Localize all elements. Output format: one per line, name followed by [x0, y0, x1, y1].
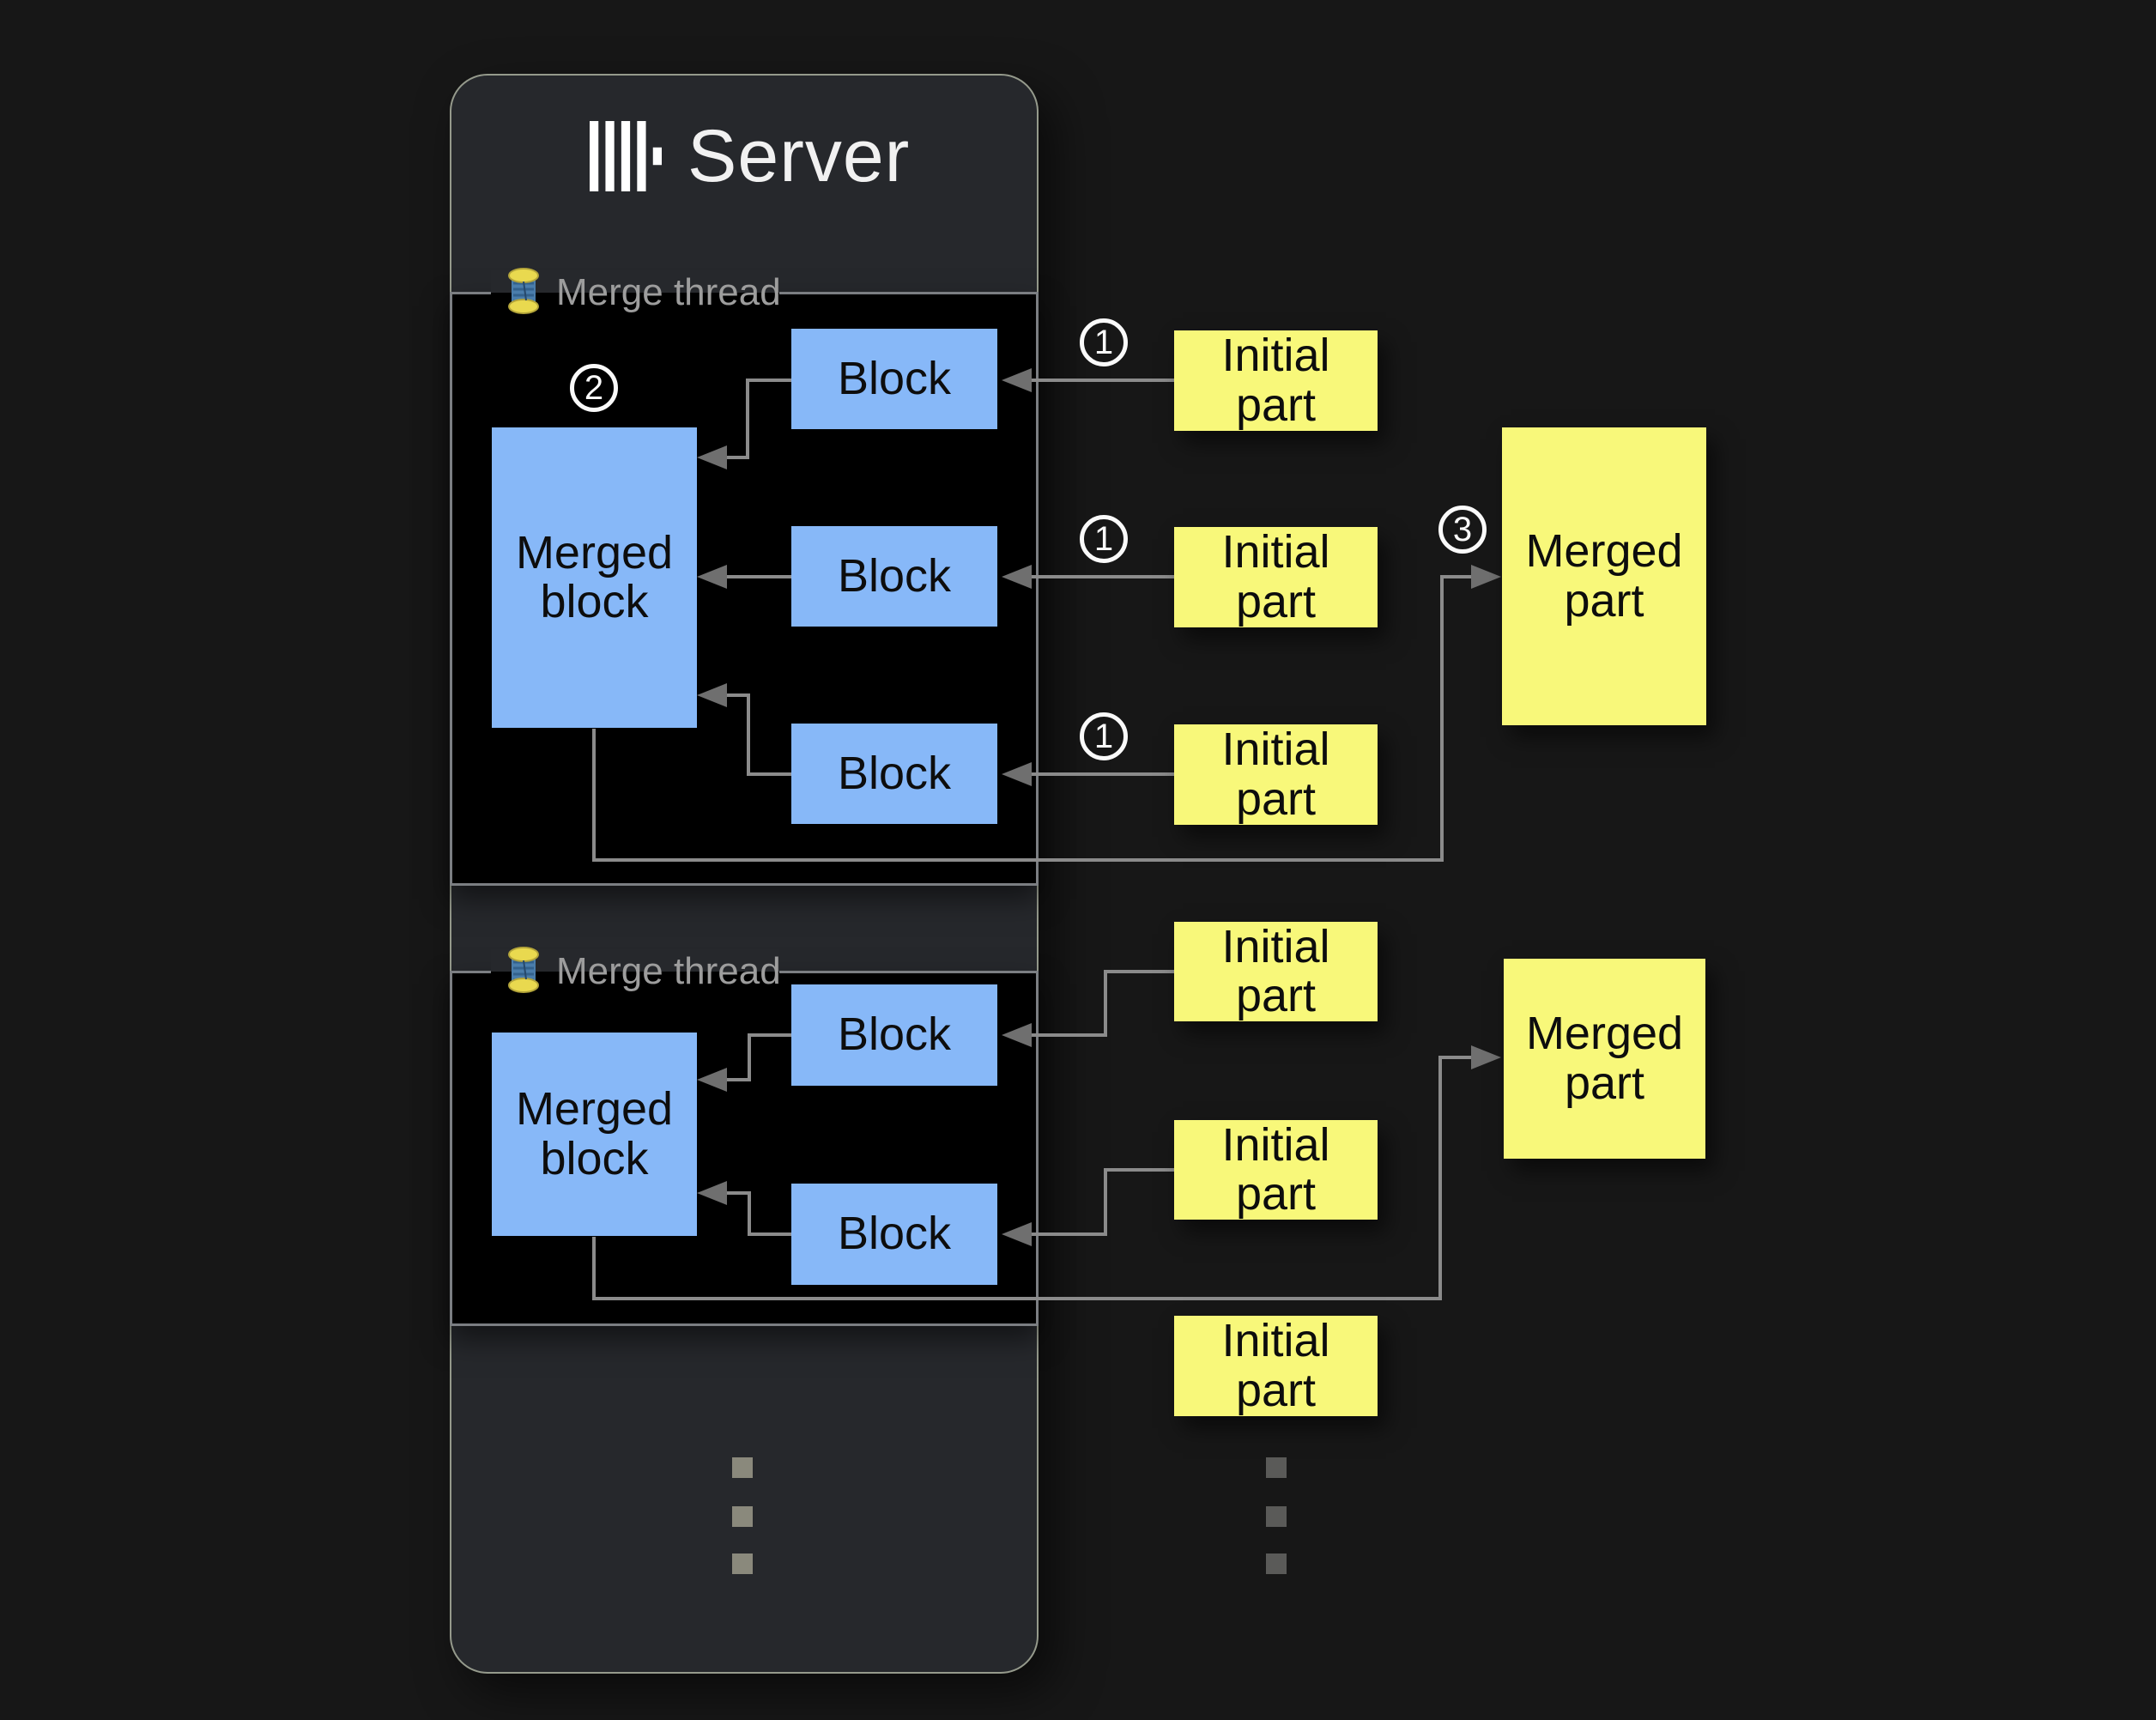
vertical-ellipsis-parts-dot: [1266, 1457, 1287, 1478]
block-1-3: Block: [791, 724, 997, 824]
initial-part-2-1: Initial part: [1174, 922, 1378, 1021]
connector-t1-block3-to-merged: [727, 693, 792, 776]
initial-part-2-3: Initial part: [1174, 1316, 1378, 1416]
connector-t2-merged-block-to-merged-part: [592, 1056, 1472, 1300]
vertical-ellipsis-server-dot: [732, 1553, 753, 1574]
connector-t1-merged-block-to-merged-part: [592, 575, 1472, 862]
block-1-1: Block: [791, 329, 997, 429]
initial-part-label: Initial part: [1221, 920, 1330, 1021]
arrowhead-g1-part1: [1002, 368, 1032, 392]
arrowhead-t1-block2: [697, 565, 727, 589]
initial-part-2-2: Initial part: [1174, 1120, 1378, 1220]
merged-block-label: Merged block: [515, 526, 674, 627]
server-header: Server: [590, 115, 910, 197]
arrowhead-t1-block3: [697, 683, 727, 707]
merged-block-2: Merged block: [492, 1033, 697, 1236]
connector-g2-part1-to-block1: [1031, 970, 1174, 1037]
merged-block-label: Merged block: [515, 1083, 674, 1184]
connector-t2-block2-to-merged: [727, 1191, 791, 1236]
arrowhead-t2-block2: [697, 1181, 727, 1205]
merge-thread-label: Merge thread: [556, 950, 781, 992]
step-badge-1: 1: [1080, 712, 1128, 760]
step-badge-1: 1: [1080, 515, 1128, 563]
arrowhead-t1-merged-part: [1471, 565, 1501, 589]
vertical-ellipsis-server-dot: [732, 1506, 753, 1527]
initial-part-label: Initial part: [1221, 724, 1330, 825]
arrowhead-t1-block1: [697, 445, 727, 469]
merged-part-1: Merged part: [1502, 427, 1706, 725]
block-1-2: Block: [791, 526, 997, 627]
block-2-1: Block: [791, 984, 997, 1086]
arrowhead-t2-block1: [697, 1068, 727, 1092]
arrowhead-t2-merged-part: [1471, 1045, 1501, 1069]
thread-spool-icon: [503, 945, 544, 999]
merge-thread-legend-2: Merge thread: [503, 946, 781, 997]
initial-part-label: Initial part: [1221, 1315, 1330, 1416]
initial-part-1-3: Initial part: [1174, 724, 1378, 825]
block-label: Block: [837, 352, 952, 404]
initial-part-label: Initial part: [1221, 330, 1330, 431]
merged-block-1: Merged block: [492, 427, 697, 728]
vertical-ellipsis-server-dot: [732, 1457, 753, 1478]
initial-part-1-2: Initial part: [1174, 527, 1378, 627]
block-label: Block: [837, 747, 952, 799]
connector-g2-part2-to-block2: [1031, 1168, 1174, 1236]
server-title: Server: [687, 115, 911, 197]
vertical-ellipsis-parts-dot: [1266, 1553, 1287, 1574]
initial-part-1-1: Initial part: [1174, 330, 1378, 431]
block-label: Block: [837, 1208, 952, 1260]
vertical-ellipsis-parts-dot: [1266, 1506, 1287, 1527]
step-badge-1: 1: [1080, 318, 1128, 366]
step-badge-3: 3: [1438, 506, 1487, 554]
merged-part-label: Merged part: [1525, 525, 1683, 627]
merged-part-2: Merged part: [1504, 959, 1705, 1159]
step-badge-2: 2: [570, 364, 618, 412]
legend-divider-mask-2: [491, 949, 779, 994]
legend-divider-mask-1: [491, 270, 779, 315]
arrowhead-g1-part2: [1002, 565, 1032, 589]
thread-spool-icon: [503, 266, 544, 320]
initial-part-label: Initial part: [1221, 526, 1330, 627]
merged-part-label: Merged part: [1525, 1008, 1684, 1109]
block-2-2: Block: [791, 1184, 997, 1285]
arrowhead-g1-part3: [1002, 762, 1032, 786]
block-label: Block: [837, 549, 952, 602]
initial-part-label: Initial part: [1221, 1118, 1330, 1220]
block-label: Block: [837, 1008, 952, 1061]
connector-t1-block1-to-merged: [727, 379, 792, 459]
clickhouse-logo-icon: [590, 121, 662, 191]
merge-thread-label: Merge thread: [556, 271, 781, 313]
connector-t2-block1-to-merged: [727, 1033, 791, 1081]
merge-thread-legend-1: Merge thread: [503, 267, 781, 318]
arrowhead-g2-part2: [1002, 1222, 1032, 1246]
arrowhead-g2-part1: [1002, 1023, 1032, 1047]
